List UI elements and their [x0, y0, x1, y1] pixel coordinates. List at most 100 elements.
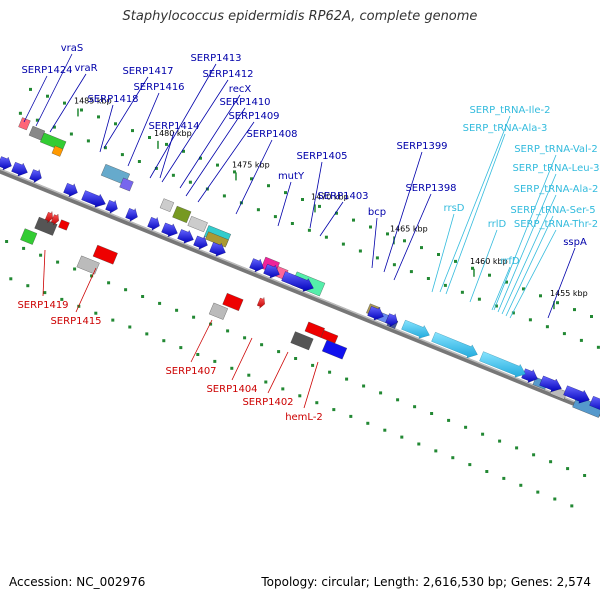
tick-dot: [352, 218, 355, 222]
forward-cds-arrow: [177, 229, 194, 244]
tick-dot: [39, 253, 43, 257]
feature-label: SERP1415: [50, 316, 101, 327]
tick-dot: [294, 357, 298, 360]
tick-dot: [400, 435, 404, 439]
forward-cds-arrow: [281, 271, 314, 292]
forward-cds-arrow: [385, 313, 398, 328]
tick-dot: [9, 277, 13, 281]
tick-dot: [579, 338, 583, 342]
tick-dot: [56, 260, 60, 264]
label-leader: [185, 107, 246, 197]
feature-label: SERP1405: [296, 151, 347, 162]
tick-label: 1460 kbp: [470, 257, 508, 266]
label-leader: [497, 173, 557, 313]
label-leader: [42, 249, 46, 297]
label-leader: [493, 154, 557, 311]
feature-label: SERP1424: [21, 65, 72, 76]
tick-dot: [396, 398, 400, 402]
tick-dot: [22, 246, 26, 250]
feature-block: [58, 219, 70, 231]
tick-dot: [196, 353, 200, 356]
tick-dot: [250, 177, 253, 181]
tick-dot: [443, 283, 447, 287]
tick-dot: [409, 270, 413, 274]
tick-dot: [264, 380, 268, 384]
tick-dot: [573, 308, 576, 312]
feature-blocks: [18, 117, 600, 418]
tick-dot: [213, 359, 217, 363]
tick-dot: [69, 132, 73, 136]
tick-dot: [277, 350, 281, 354]
tick-dot: [145, 332, 149, 336]
tick-dot: [5, 240, 9, 243]
forward-cds-arrow: [147, 216, 160, 231]
feature-block: [290, 331, 314, 351]
tick-dot: [549, 460, 553, 464]
label-leader: [235, 139, 273, 215]
feature-label: mutY: [278, 171, 305, 182]
tick-dot: [358, 249, 362, 253]
tick-dot: [515, 446, 519, 450]
tick-dot: [413, 405, 417, 409]
tick-dot: [154, 166, 158, 170]
tick-dot: [324, 235, 328, 239]
tick-dot: [298, 394, 302, 398]
tick-dot: [103, 146, 107, 150]
tick-dot: [366, 421, 370, 425]
reverse-cds-arrow: [257, 297, 265, 309]
feature-label: SERP1410: [219, 97, 270, 108]
label-leader: [505, 215, 554, 317]
forward-cds-arrow: [81, 190, 106, 208]
label-leaders: [23, 53, 576, 409]
tick-dot: [562, 332, 566, 336]
tick-dot: [230, 366, 234, 370]
genome-summary-text: Topology: circular; Length: 2,616,530 bp…: [261, 575, 591, 589]
tick-dot: [94, 311, 98, 315]
feature-block: [18, 117, 31, 131]
feature-block: [205, 231, 229, 248]
tick-label: 1455 kbp: [550, 289, 588, 298]
tick-dot: [434, 449, 438, 453]
feature-block: [187, 216, 208, 233]
tick-dot: [90, 274, 94, 278]
feature-label: SERP1407: [165, 366, 216, 377]
tick-dot: [369, 225, 372, 229]
tick-dot: [451, 456, 455, 460]
forward-cds-arrow: [105, 199, 118, 214]
tick-dot: [111, 318, 115, 322]
label-leader: [75, 267, 97, 313]
forward-cds-arrow: [521, 368, 538, 383]
label-leader: [231, 337, 253, 381]
tick-dot: [464, 425, 468, 429]
label-leader: [277, 181, 292, 227]
tick-label: 1480 kbp: [154, 129, 192, 138]
tick-dot: [260, 343, 264, 347]
tick-dot: [519, 483, 523, 487]
tick-dot: [307, 228, 311, 232]
tick-dot: [426, 277, 430, 280]
label-leader: [103, 76, 149, 149]
tick-dot: [311, 363, 315, 367]
tick-dots: [5, 87, 600, 508]
tick-dot: [188, 180, 192, 184]
tick-dot: [481, 432, 485, 436]
forward-cds-arrow: [367, 306, 384, 321]
feature-block: [172, 205, 192, 223]
forward-cds-arrow: [263, 264, 280, 279]
feature-label: vraS: [61, 43, 84, 54]
tick-dot: [171, 173, 175, 177]
tick-dot: [199, 156, 202, 160]
feature-label: SERP_tRNA-Ser-5: [510, 205, 595, 216]
tick-dot: [290, 222, 294, 225]
tick-dot: [403, 239, 406, 243]
feature-block: [322, 339, 348, 360]
tick-dot: [345, 377, 349, 381]
tick-dot: [375, 256, 379, 260]
forward-cds-arrow: [249, 258, 264, 273]
tick-dot: [437, 253, 440, 256]
feature-label: SERP_tRNA-Thr-2: [514, 219, 598, 230]
tick-dot: [35, 118, 39, 122]
feature-label: SERP1409: [228, 111, 279, 122]
label-leader: [161, 79, 229, 183]
